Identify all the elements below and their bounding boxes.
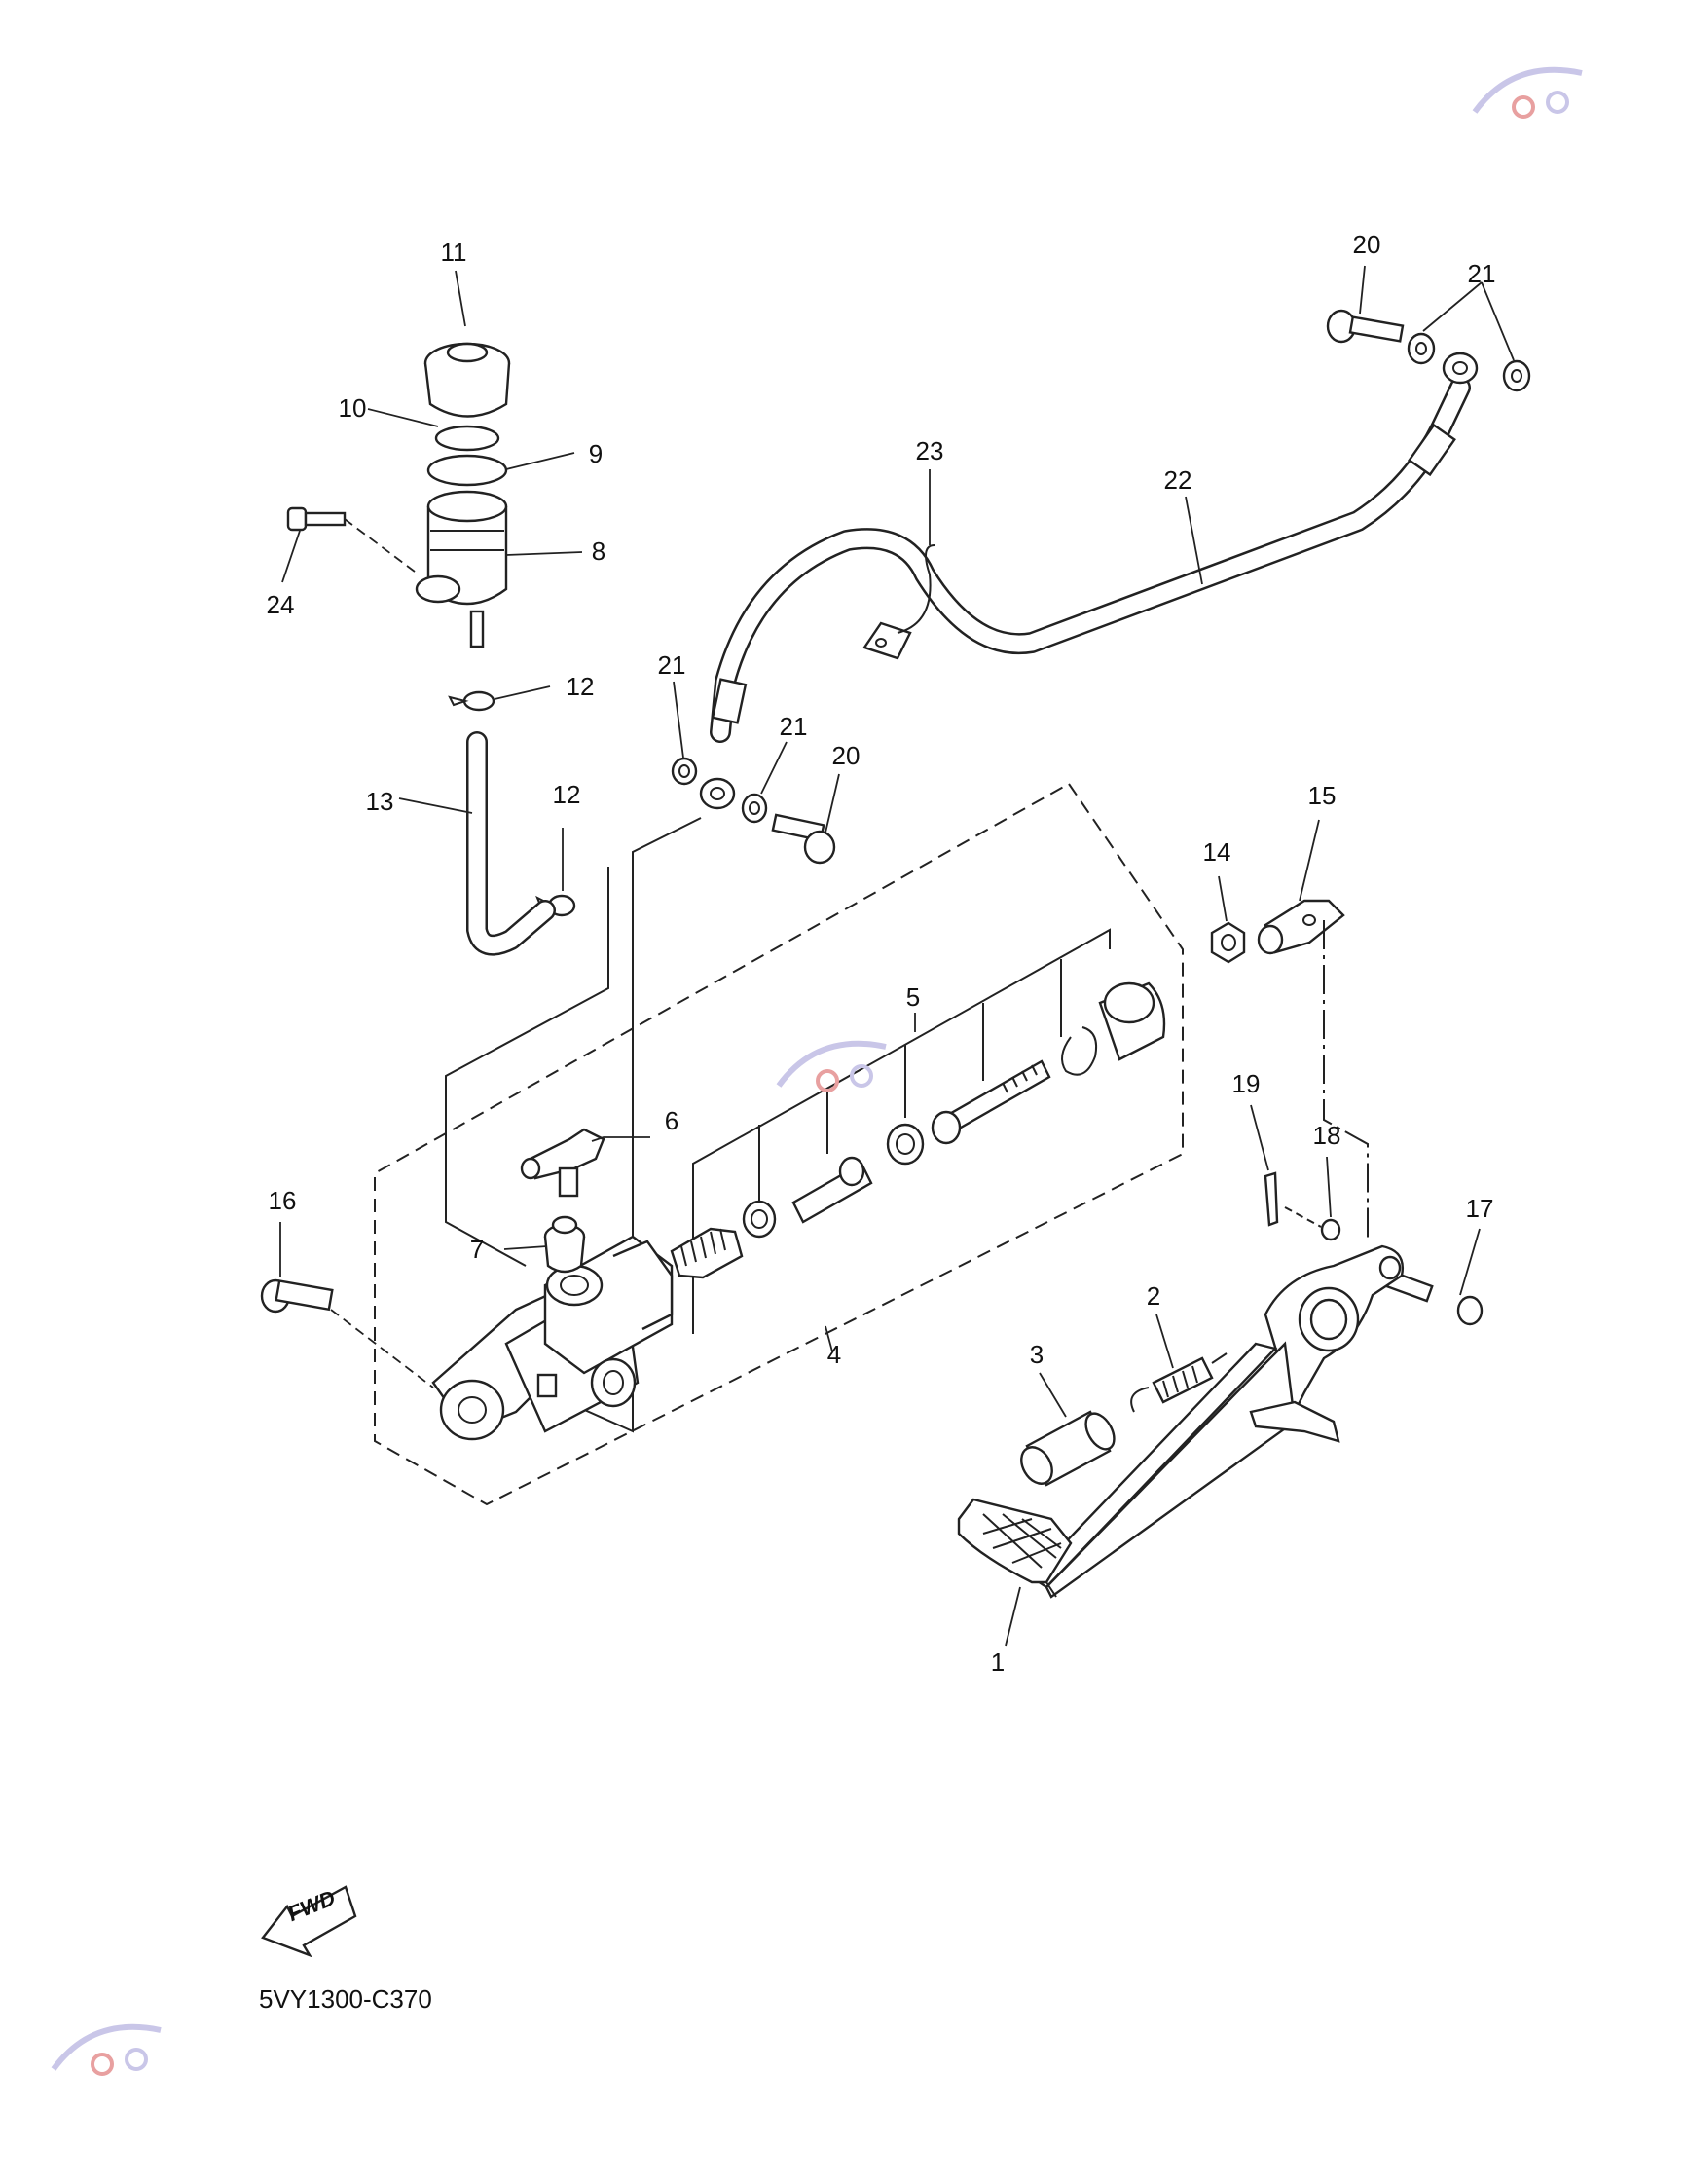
callout-20a: 20 [832,741,861,770]
brake-hose-22 [699,352,1479,810]
callout-7: 7 [470,1235,484,1264]
callout-1: 1 [991,1647,1005,1677]
callout-15: 15 [1308,781,1337,810]
callout-3: 3 [1030,1340,1044,1369]
clevis-15 [1257,899,1345,955]
union-bolt-20b [1326,309,1405,344]
callout-9: 9 [589,439,603,468]
washer-18 [1284,1206,1341,1241]
callout-19: 19 [1232,1069,1261,1098]
reservoir-assembly [415,342,511,648]
callout-2: 2 [1147,1281,1160,1311]
grommet-7 [543,1215,586,1274]
union-bolt-20a [771,813,836,865]
hose-clip-23 [862,544,935,660]
brake-pedal-1 [957,1244,1404,1599]
callout-24: 24 [267,590,295,619]
bolt-24 [286,506,420,575]
master-cylinder-kit-boundary [374,782,1184,1506]
callout-8: 8 [592,537,605,566]
callout-labels: 1 2 3 4 5 6 7 8 9 10 11 12 12 13 14 15 1… [267,230,1496,1677]
callout-10: 10 [339,393,367,423]
leader-lines [279,265,1515,1647]
watermark-logo-middle [776,1040,887,1092]
washer-21c [1407,332,1436,365]
hose-joint-6 [520,1128,605,1198]
callout-17: 17 [1466,1194,1494,1223]
callout-18: 18 [1313,1121,1341,1150]
diagram-code: 5VY1300-C370 [259,1984,432,2014]
washer-21a [671,757,698,786]
callout-12a: 12 [567,672,595,701]
washer-21b [741,793,768,824]
callout-14: 14 [1203,837,1231,867]
callout-5: 5 [906,982,920,1012]
callout-12b: 12 [553,780,581,809]
return-spring-2 [1130,1352,1228,1413]
callout-13: 13 [366,787,394,816]
callout-4: 4 [827,1340,841,1369]
union-to-cylinder-line [544,817,702,1433]
callout-21b: 21 [780,712,808,741]
forward-direction-arrow [261,1885,357,1958]
callout-20b: 20 [1353,230,1381,259]
reservoir-hose-13 [466,731,556,956]
clevis-link-line [1323,920,1369,1241]
callout-11: 11 [441,238,467,267]
cotter-pin-19 [1264,1171,1279,1227]
callout-22: 22 [1164,465,1192,495]
hose-to-cylinder-line [445,867,609,1267]
callout-16: 16 [269,1186,297,1215]
callout-6: 6 [665,1106,678,1135]
master-cylinder-body [431,1235,674,1441]
collar-3 [1020,1410,1116,1487]
watermark-logo-top [1472,66,1583,119]
bolt-16 [260,1278,434,1388]
callout-21c: 21 [1468,259,1496,288]
hose-clamp-12a [448,690,495,712]
washer-21d [1502,359,1531,392]
watermark-logo-bottom [51,2023,162,2076]
callout-21a: 21 [658,650,686,680]
piston-kit-5 [670,928,1166,1334]
nut-14 [1210,921,1246,964]
callout-23: 23 [916,436,944,465]
